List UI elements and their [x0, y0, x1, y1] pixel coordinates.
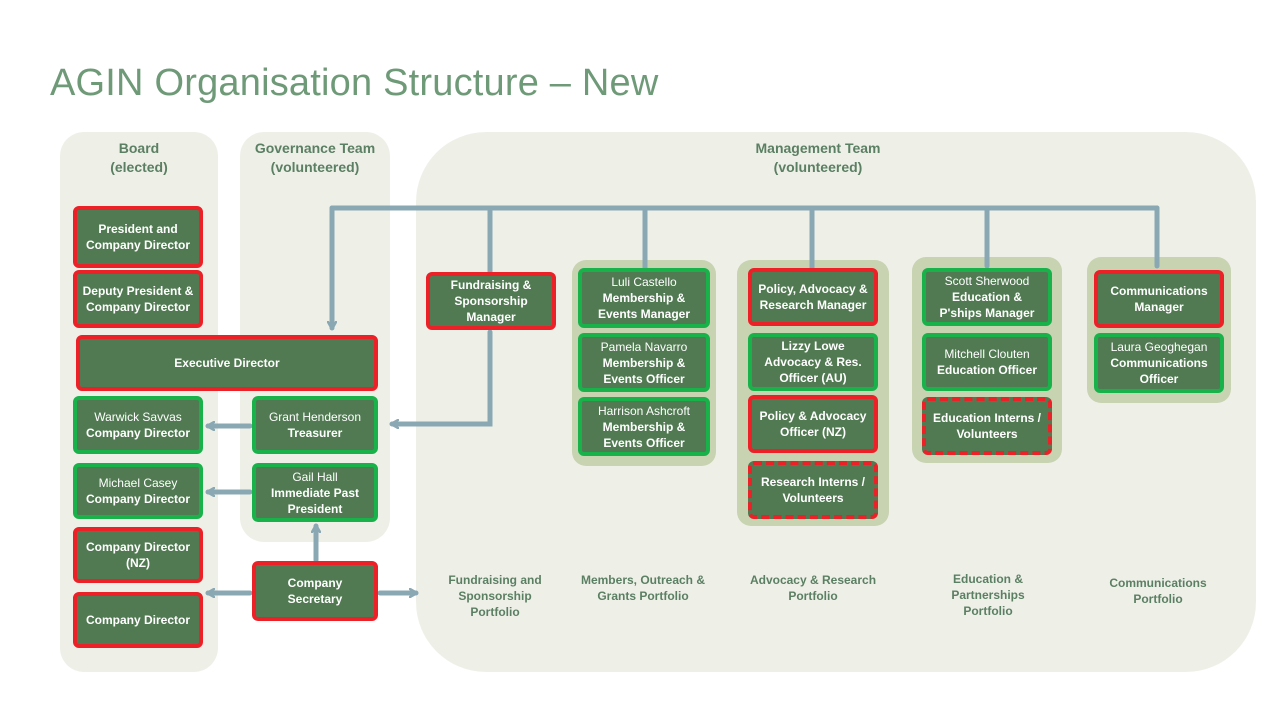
governance-heading-line1: Governance Team — [254, 140, 376, 156]
policy-advocacy-manager-label: Policy, Advocacy & Research Manager — [758, 282, 868, 312]
company-secretary-label: Company Secretary — [287, 576, 343, 606]
mitchell-role: Education Officer — [936, 363, 1037, 377]
board-heading-line2: (elected) — [110, 159, 168, 175]
education-interns-box[interactable]: Education Interns / Volunteers — [922, 397, 1052, 455]
policy-advocacy-officer-nz-box[interactable]: Policy & Advocacy Officer (NZ) — [748, 395, 878, 453]
arrow-fundraising-to-treasurer — [389, 329, 493, 424]
communications-portfolio-label: Communications Portfolio — [1109, 576, 1207, 606]
governance-heading-line2: (volunteered) — [270, 159, 360, 175]
governance-heading: Governance Team (volunteered) — [240, 139, 390, 177]
company-director-label: Company Director — [85, 613, 191, 627]
warwick-name: Warwick Savvas — [94, 410, 182, 424]
luli-name: Luli Castello — [611, 275, 677, 289]
michael-name: Michael Casey — [98, 476, 178, 490]
laura-name: Laura Geoghegan — [1110, 340, 1208, 354]
executive-director-box[interactable]: Executive Director — [76, 335, 378, 391]
michael-role: Company Director — [85, 492, 191, 506]
gail-name: Gail Hall — [292, 469, 338, 484]
management-heading: Management Team (volunteered) — [718, 139, 918, 177]
scott-name: Scott Sherwood — [944, 274, 1030, 288]
advocacy-portfolio-label: Advocacy & Research Portfolio — [749, 573, 877, 603]
education-interns-label: Education Interns / Volunteers — [932, 411, 1041, 441]
luli-role: Membership & Events Manager — [597, 291, 691, 321]
policy-advocacy-officer-nz-label: Policy & Advocacy Officer (NZ) — [759, 409, 867, 439]
mitchell-clouten-box[interactable]: Mitchell Clouten Education Officer — [922, 333, 1052, 391]
michael-casey-box[interactable]: Michael Casey Company Director — [73, 463, 203, 519]
page-title: AGIN Organisation Structure – New — [50, 62, 659, 104]
lizzy-lowe-label: Lizzy Lowe Advocacy & Res. Officer (AU) — [764, 339, 862, 385]
grant-name: Grant Henderson — [268, 410, 362, 424]
education-portfolio-label: Education & Partnerships Portfolio — [951, 572, 1025, 618]
board-heading: Board (elected) — [60, 139, 218, 177]
pamela-name: Pamela Navarro — [600, 339, 688, 354]
company-director-nz-label: Company Director (NZ) — [85, 540, 191, 570]
board-heading-line1: Board — [118, 140, 160, 156]
company-director-nz-box[interactable]: Company Director (NZ) — [73, 527, 203, 583]
warwick-role: Company Director — [85, 426, 191, 440]
harrison-ashcroft-box[interactable]: Harrison Ashcroft Membership & Events Of… — [578, 397, 710, 456]
grant-henderson-box[interactable]: Grant Henderson Treasurer — [252, 396, 378, 454]
fundraising-portfolio-label: Fundraising and Sponsorship Portfolio — [448, 573, 542, 619]
research-interns-label: Research Interns / Volunteers — [760, 475, 866, 505]
gail-hall-box[interactable]: Gail Hall Immediate Past President — [252, 463, 378, 522]
fundraising-manager-label: Fundraising & Sponsorship Manager — [450, 278, 532, 324]
fundraising-manager-box[interactable]: Fundraising & Sponsorship Manager — [426, 272, 556, 330]
communications-manager-label: Communications Manager — [1110, 284, 1208, 314]
lizzy-lowe-box[interactable]: Lizzy Lowe Advocacy & Res. Officer (AU) — [748, 333, 878, 391]
luli-castello-box[interactable]: Luli Castello Membership & Events Manage… — [578, 268, 710, 328]
gail-role: Immediate Past President — [270, 485, 360, 516]
president-box[interactable]: President and Company Director — [73, 206, 203, 268]
grant-role: Treasurer — [287, 426, 343, 440]
research-interns-box[interactable]: Research Interns / Volunteers — [748, 461, 878, 519]
laura-geoghegan-box[interactable]: Laura Geoghegan Communications Officer — [1094, 333, 1224, 393]
policy-advocacy-manager-box[interactable]: Policy, Advocacy & Research Manager — [748, 268, 878, 326]
harrison-name: Harrison Ashcroft — [597, 403, 691, 418]
harrison-role: Membership & Events Officer — [602, 419, 686, 450]
warwick-savvas-box[interactable]: Warwick Savvas Company Director — [73, 396, 203, 454]
scott-sherwood-box[interactable]: Scott Sherwood Education & P'ships Manag… — [922, 268, 1052, 326]
company-secretary-box[interactable]: Company Secretary — [252, 561, 378, 621]
laura-role: Communications Officer — [1110, 356, 1208, 386]
management-heading-line1: Management Team — [755, 140, 881, 156]
mitchell-name: Mitchell Clouten — [944, 347, 1030, 361]
pamela-navarro-box[interactable]: Pamela Navarro Membership & Events Offic… — [578, 333, 710, 392]
deputy-president-box[interactable]: Deputy President & Company Director — [73, 270, 203, 328]
pamela-role: Membership & Events Officer — [602, 355, 686, 386]
members-portfolio-label: Members, Outreach & Grants Portfolio — [580, 573, 706, 603]
company-director-box[interactable]: Company Director — [73, 592, 203, 648]
communications-manager-box[interactable]: Communications Manager — [1094, 270, 1224, 328]
executive-director-label: Executive Director — [174, 356, 280, 370]
deputy-president-label: Deputy President & Company Director — [82, 284, 194, 314]
scott-role: Education & P'ships Manager — [939, 290, 1035, 320]
management-heading-line2: (volunteered) — [773, 159, 863, 175]
president-label: President and Company Director — [85, 222, 191, 252]
